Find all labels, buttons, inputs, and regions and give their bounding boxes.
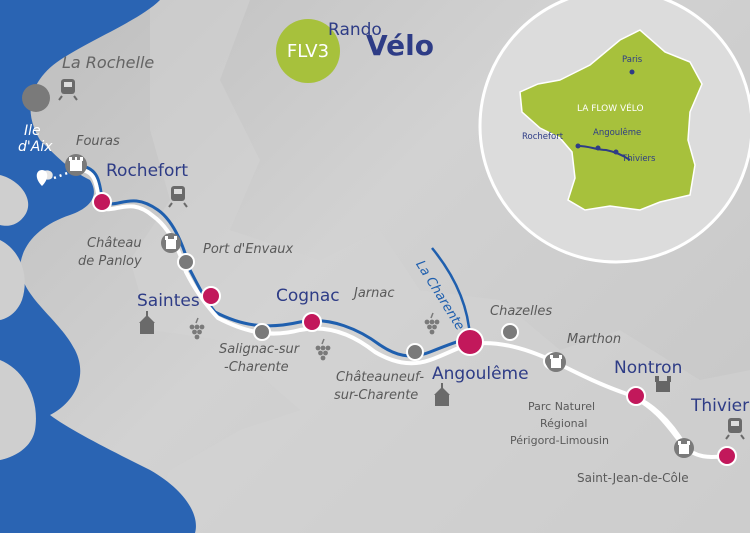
stop-angouleme xyxy=(456,328,484,356)
stop-nontron xyxy=(626,386,646,406)
inset-label-rochefort: Rochefort xyxy=(522,132,564,142)
church-icon xyxy=(434,383,450,406)
label-thiviers: Thiviers xyxy=(691,396,750,416)
train-icon xyxy=(58,79,78,101)
label-saintes: Saintes xyxy=(137,291,200,311)
stop-chazelles xyxy=(501,323,519,341)
label-port-denvaux: Port d'Envaux xyxy=(203,242,294,257)
label-ile-daix-1: Ile xyxy=(24,123,41,139)
inset-label-thiviers: Thiviers xyxy=(622,154,656,164)
island xyxy=(0,175,29,226)
grape-icon xyxy=(189,317,205,340)
label-parc-3: Périgord-Limousin xyxy=(510,434,609,447)
inset-route xyxy=(577,145,631,161)
castle-icon xyxy=(674,438,694,458)
castle-icon xyxy=(161,233,181,253)
stop-port-denvaux xyxy=(177,253,195,271)
label-salignac-1: Salignac-sur xyxy=(219,342,300,357)
stop-thiviers xyxy=(717,446,737,466)
label-chateauneuf-1: Châteauneuf- xyxy=(336,370,425,385)
label-salignac-2: -Charente xyxy=(224,360,289,375)
grape-icon xyxy=(315,338,331,361)
brand-velo: Vélo xyxy=(366,29,434,62)
inset-paris-dot xyxy=(629,69,635,75)
label-saint-jean: Saint-Jean-de-Côle xyxy=(577,471,689,485)
inset-label-angouleme: Angoulême xyxy=(593,128,642,138)
label-nontron: Nontron xyxy=(614,358,683,378)
church-icon xyxy=(139,311,155,334)
inset-angouleme-dot xyxy=(595,145,601,151)
inset-thiviers-dot xyxy=(613,149,619,155)
label-parc-1: Parc Naturel xyxy=(528,400,596,413)
inset-title: LA FLOW VÉLO xyxy=(577,104,644,114)
terrain-shade xyxy=(130,0,750,533)
train-icon xyxy=(168,186,188,208)
label-ile-daix-2: d'Aix xyxy=(18,139,53,155)
sea xyxy=(0,0,196,533)
island xyxy=(0,240,25,320)
label-chazelles: Chazelles xyxy=(490,304,553,319)
stop-chateauneuf xyxy=(406,343,424,361)
train-icon xyxy=(725,418,745,440)
france-map xyxy=(519,29,703,211)
grape-icon xyxy=(424,312,440,335)
castle-icon xyxy=(65,154,87,176)
stop-salignac xyxy=(253,323,271,341)
stop-saintes xyxy=(201,286,221,306)
castle-icon xyxy=(546,352,566,372)
label-jarnac: Jarnac xyxy=(354,286,395,301)
label-cognac: Cognac xyxy=(276,286,340,306)
stop-rochefort xyxy=(92,192,112,212)
brand-rando: Rando xyxy=(328,20,382,40)
inset-rochefort-dot xyxy=(575,143,581,149)
brand-badge: FLV3 xyxy=(276,19,340,83)
map-pin-icon xyxy=(36,170,48,186)
label-chateau-2: de Panloy xyxy=(78,254,142,269)
label-fouras: Fouras xyxy=(76,134,120,149)
inset-label-paris: Paris xyxy=(622,55,643,65)
label-parc-2: Régional xyxy=(540,417,588,430)
label-angouleme: Angoulême xyxy=(432,364,529,384)
island xyxy=(0,360,36,460)
castle-icon xyxy=(655,376,671,392)
label-chateau-1: Château xyxy=(87,236,142,251)
label-rochefort: Rochefort xyxy=(106,161,189,181)
stop-la-rochelle xyxy=(22,84,50,112)
river-charente xyxy=(431,247,472,339)
label-marthon: Marthon xyxy=(567,332,622,347)
label-chateauneuf-2: sur-Charente xyxy=(334,388,419,403)
label-la-rochelle: La Rochelle xyxy=(62,53,155,72)
stop-cognac xyxy=(302,312,322,332)
